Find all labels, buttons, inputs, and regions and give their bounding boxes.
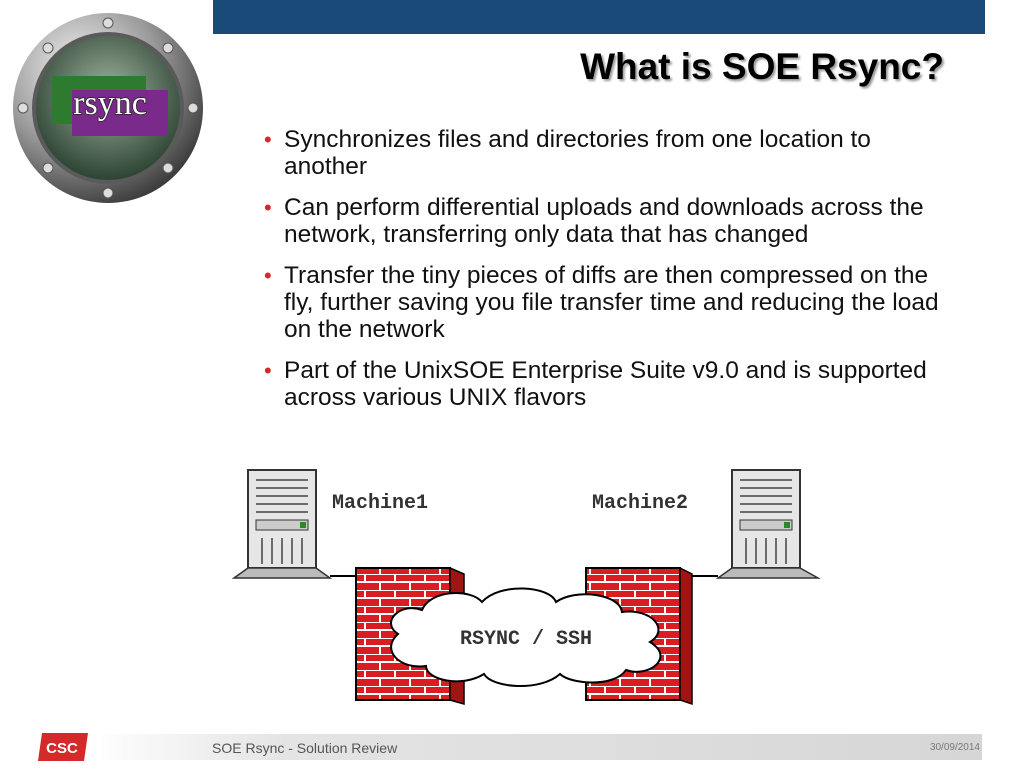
network-diagram: Machine1 Machine2 [230, 462, 830, 707]
bullet-text: Synchronizes files and directories from … [284, 126, 871, 180]
bullet-item: • Part of the UnixSOE Enterprise Suite v9… [262, 357, 952, 411]
bullet-text: Transfer the tiny pieces of diffs are th… [284, 262, 939, 343]
footer-date: 30/09/2014 [929, 742, 980, 753]
bullet-dot-icon: • [264, 195, 272, 220]
bullet-item: • Transfer the tiny pieces of diffs are t… [262, 262, 952, 343]
machine2-server-icon [715, 469, 821, 579]
logo-wordmark: rsync [73, 85, 147, 122]
slide-title: What is SOE Rsync? [580, 46, 944, 87]
header-bar [213, 0, 985, 34]
cloud-icon [390, 587, 662, 687]
bullet-item: • Can perform differential uploads and do… [262, 194, 952, 248]
bullet-text: Part of the UnixSOE Enterprise Suite v9.… [284, 357, 927, 411]
csc-logo: CSC [38, 733, 88, 761]
footer-title: SOE Rsync - Solution Review [212, 740, 398, 756]
bullet-text: Can perform differential uploads and dow… [284, 194, 924, 248]
csc-logo-text: CSC [46, 740, 78, 757]
footer-bar [90, 734, 982, 760]
bullet-dot-icon: • [264, 127, 272, 152]
link-label: RSYNC / SSH [460, 628, 592, 651]
machine1-label: Machine1 [332, 492, 428, 515]
bullet-dot-icon: • [264, 358, 272, 383]
bullet-list: • Synchronizes files and directories from… [262, 126, 952, 425]
machine2-label: Machine2 [592, 492, 688, 515]
rsync-logo: rsync [10, 10, 206, 206]
machine1-server-icon [231, 469, 333, 579]
bullet-item: • Synchronizes files and directories from… [262, 126, 952, 180]
bullet-dot-icon: • [264, 263, 272, 288]
